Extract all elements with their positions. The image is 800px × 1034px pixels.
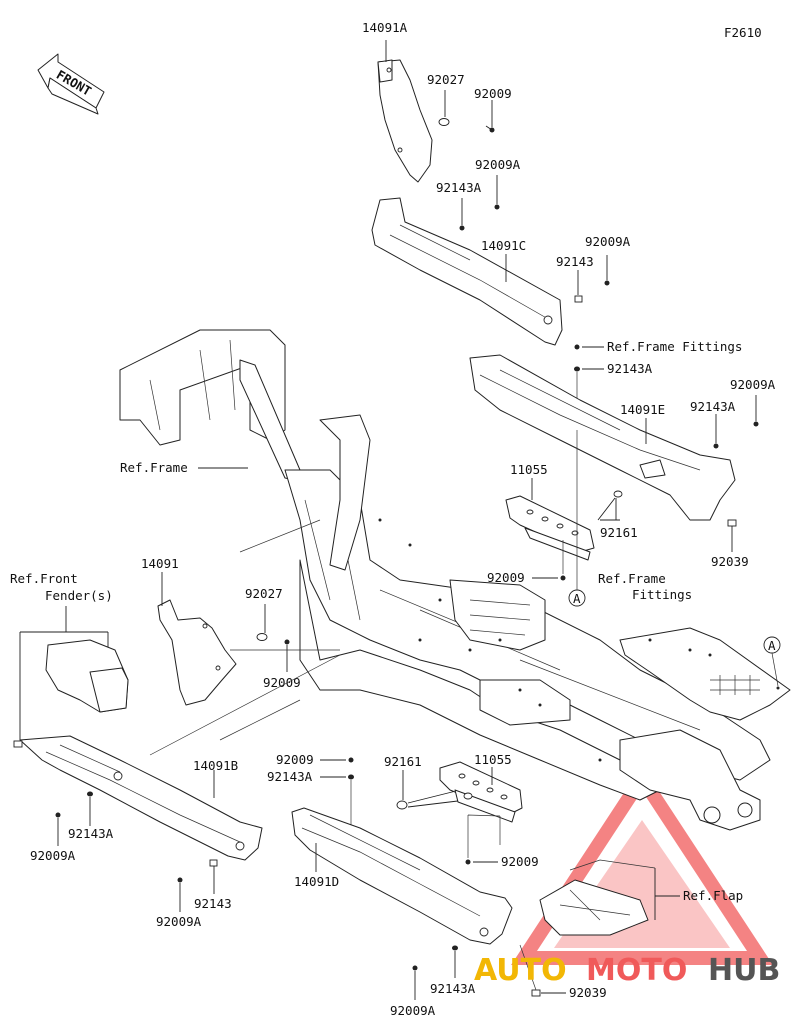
- watermark-text: AUTO MOTO HUB: [474, 953, 780, 988]
- screw-icon: [753, 421, 759, 427]
- screw-icon: [485, 125, 495, 133]
- label-92143a-3: 92143A: [690, 399, 736, 414]
- label-92143a-4: 92143A: [68, 826, 114, 841]
- part-11055-upper: [505, 478, 595, 561]
- screw-icon: [560, 575, 566, 581]
- ref-frame-fittings-2-line1: Ref.Frame: [598, 571, 666, 586]
- label-92009a-3: 92009A: [730, 377, 776, 392]
- screw-icon: [348, 757, 354, 763]
- label-92143a-1: 92143A: [436, 180, 482, 195]
- label-92161-1: 92161: [600, 525, 638, 540]
- label-92009-mid: 92009: [487, 570, 525, 585]
- grommet-icon: [613, 490, 623, 498]
- label-92009a-1: 92009A: [475, 157, 521, 172]
- label-92009-left: 92009: [263, 675, 301, 690]
- part-14091d: [291, 807, 513, 945]
- ref-frame-label: Ref.Frame: [120, 460, 188, 475]
- flap-detail: [539, 859, 656, 936]
- part-14091c: [371, 197, 563, 346]
- screw-icon: [494, 204, 500, 210]
- label-14091d: 14091D: [294, 874, 339, 889]
- washer-icon: [256, 633, 268, 641]
- ref-front-fender-line1: Ref.Front: [10, 571, 78, 586]
- fender-detail: [45, 639, 129, 713]
- part-14091: [157, 572, 237, 706]
- washer-icon: [438, 118, 450, 126]
- clip-icon: [727, 519, 737, 527]
- screw-icon: [465, 859, 471, 865]
- label-92009-low: 92009: [276, 752, 314, 767]
- ref-flap-label: Ref.Flap: [683, 888, 743, 903]
- label-92009a-2: 92009A: [585, 234, 631, 249]
- label-92143-1: 92143: [556, 254, 594, 269]
- label-14091e: 14091E: [620, 402, 665, 417]
- label-92161-2: 92161: [384, 754, 422, 769]
- label-92027-left: 92027: [245, 586, 283, 601]
- frame-drawing: [119, 329, 771, 831]
- screw-icon: [412, 965, 418, 971]
- nut-icon: [452, 945, 458, 951]
- clip-icon: [531, 989, 541, 997]
- label-92009a-6: 92009A: [390, 1003, 436, 1018]
- ref-front-fender-line2: Fender(s): [45, 588, 113, 603]
- watermark-auto: AUTO: [474, 953, 567, 988]
- label-14091: 14091: [141, 556, 179, 571]
- screw-icon: [604, 280, 610, 286]
- label-92009-low2: 92009: [501, 854, 539, 869]
- part-14091b: [19, 735, 263, 861]
- screw-icon: [55, 812, 61, 818]
- callout-a-upper-label: A: [573, 591, 581, 606]
- clip-icon: [13, 740, 23, 748]
- label-92143a-5: 92143A: [267, 769, 313, 784]
- label-92009a-4: 92009A: [30, 848, 76, 863]
- label-11055-lower: 11055: [474, 752, 512, 767]
- ref-frame-fittings-1: Ref.Frame Fittings: [607, 339, 742, 354]
- watermark-hub: HUB: [708, 953, 780, 988]
- grommet-icon: [396, 800, 408, 810]
- label-92039-1: 92039: [711, 554, 749, 569]
- label-14091b: 14091B: [193, 758, 238, 773]
- watermark-moto: MOTO: [586, 953, 687, 988]
- label-14091c: 14091C: [481, 238, 526, 253]
- part-14091e: [469, 354, 736, 521]
- figure-code: F2610: [724, 25, 762, 40]
- label-92143-2: 92143: [194, 896, 232, 911]
- nut-icon: [574, 366, 580, 372]
- nut-icon: [713, 443, 719, 449]
- ref-frame-fittings-2-line2: Fittings: [632, 587, 692, 602]
- label-11055-upper: 11055: [510, 462, 548, 477]
- part-11055-lower: [439, 761, 523, 823]
- label-92027-top: 92027: [427, 72, 465, 87]
- screw-icon: [177, 877, 183, 883]
- label-92143a-2: 92143A: [607, 361, 653, 376]
- callout-a-lower-label: A: [768, 638, 776, 653]
- label-14091a: 14091A: [362, 20, 408, 35]
- label-92143a-6: 92143A: [430, 981, 476, 996]
- nut-icon: [87, 791, 93, 797]
- screw-icon: [574, 344, 580, 350]
- label-92039-2: 92039: [569, 985, 607, 1000]
- nut-icon: [574, 295, 583, 303]
- front-arrow-icon: FRONT: [37, 53, 105, 115]
- nut-icon: [209, 859, 218, 867]
- label-92009-top: 92009: [474, 86, 512, 101]
- frame-fittings-detail: [619, 627, 791, 721]
- nut-icon: [459, 225, 465, 231]
- nut-icon: [348, 774, 354, 780]
- screw-icon: [284, 639, 290, 645]
- label-92009a-5: 92009A: [156, 914, 202, 929]
- part-14091a: [377, 40, 433, 183]
